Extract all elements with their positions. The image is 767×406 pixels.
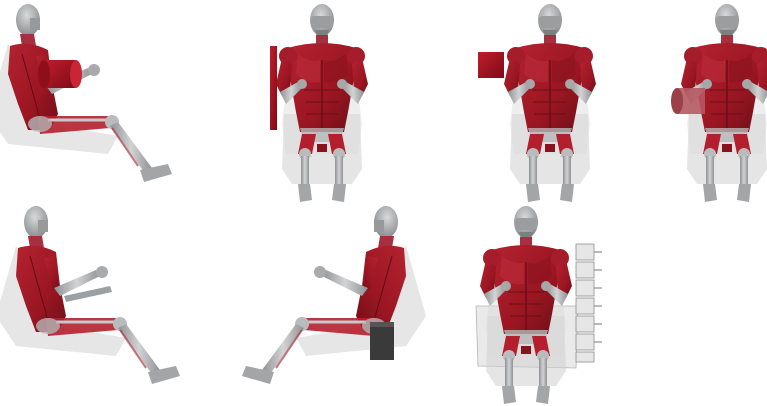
cylinder-impactor-side (671, 88, 705, 114)
vertical-bar-impactor (270, 46, 277, 130)
panel-a-side-cylinder (0, 4, 172, 182)
panel-b-front-bar (270, 4, 368, 202)
cylinder-impactor (38, 60, 82, 88)
cube-impactor (478, 52, 504, 78)
panel-g-front-plates (476, 206, 602, 404)
panel-f-oblique-block (242, 206, 426, 384)
block-impactor (370, 322, 394, 360)
panel-e-side-belt (0, 206, 180, 384)
panel-c-front-cube (478, 4, 596, 202)
side-wall-plates (576, 244, 594, 362)
panel-d-front-cylinder (671, 4, 767, 202)
